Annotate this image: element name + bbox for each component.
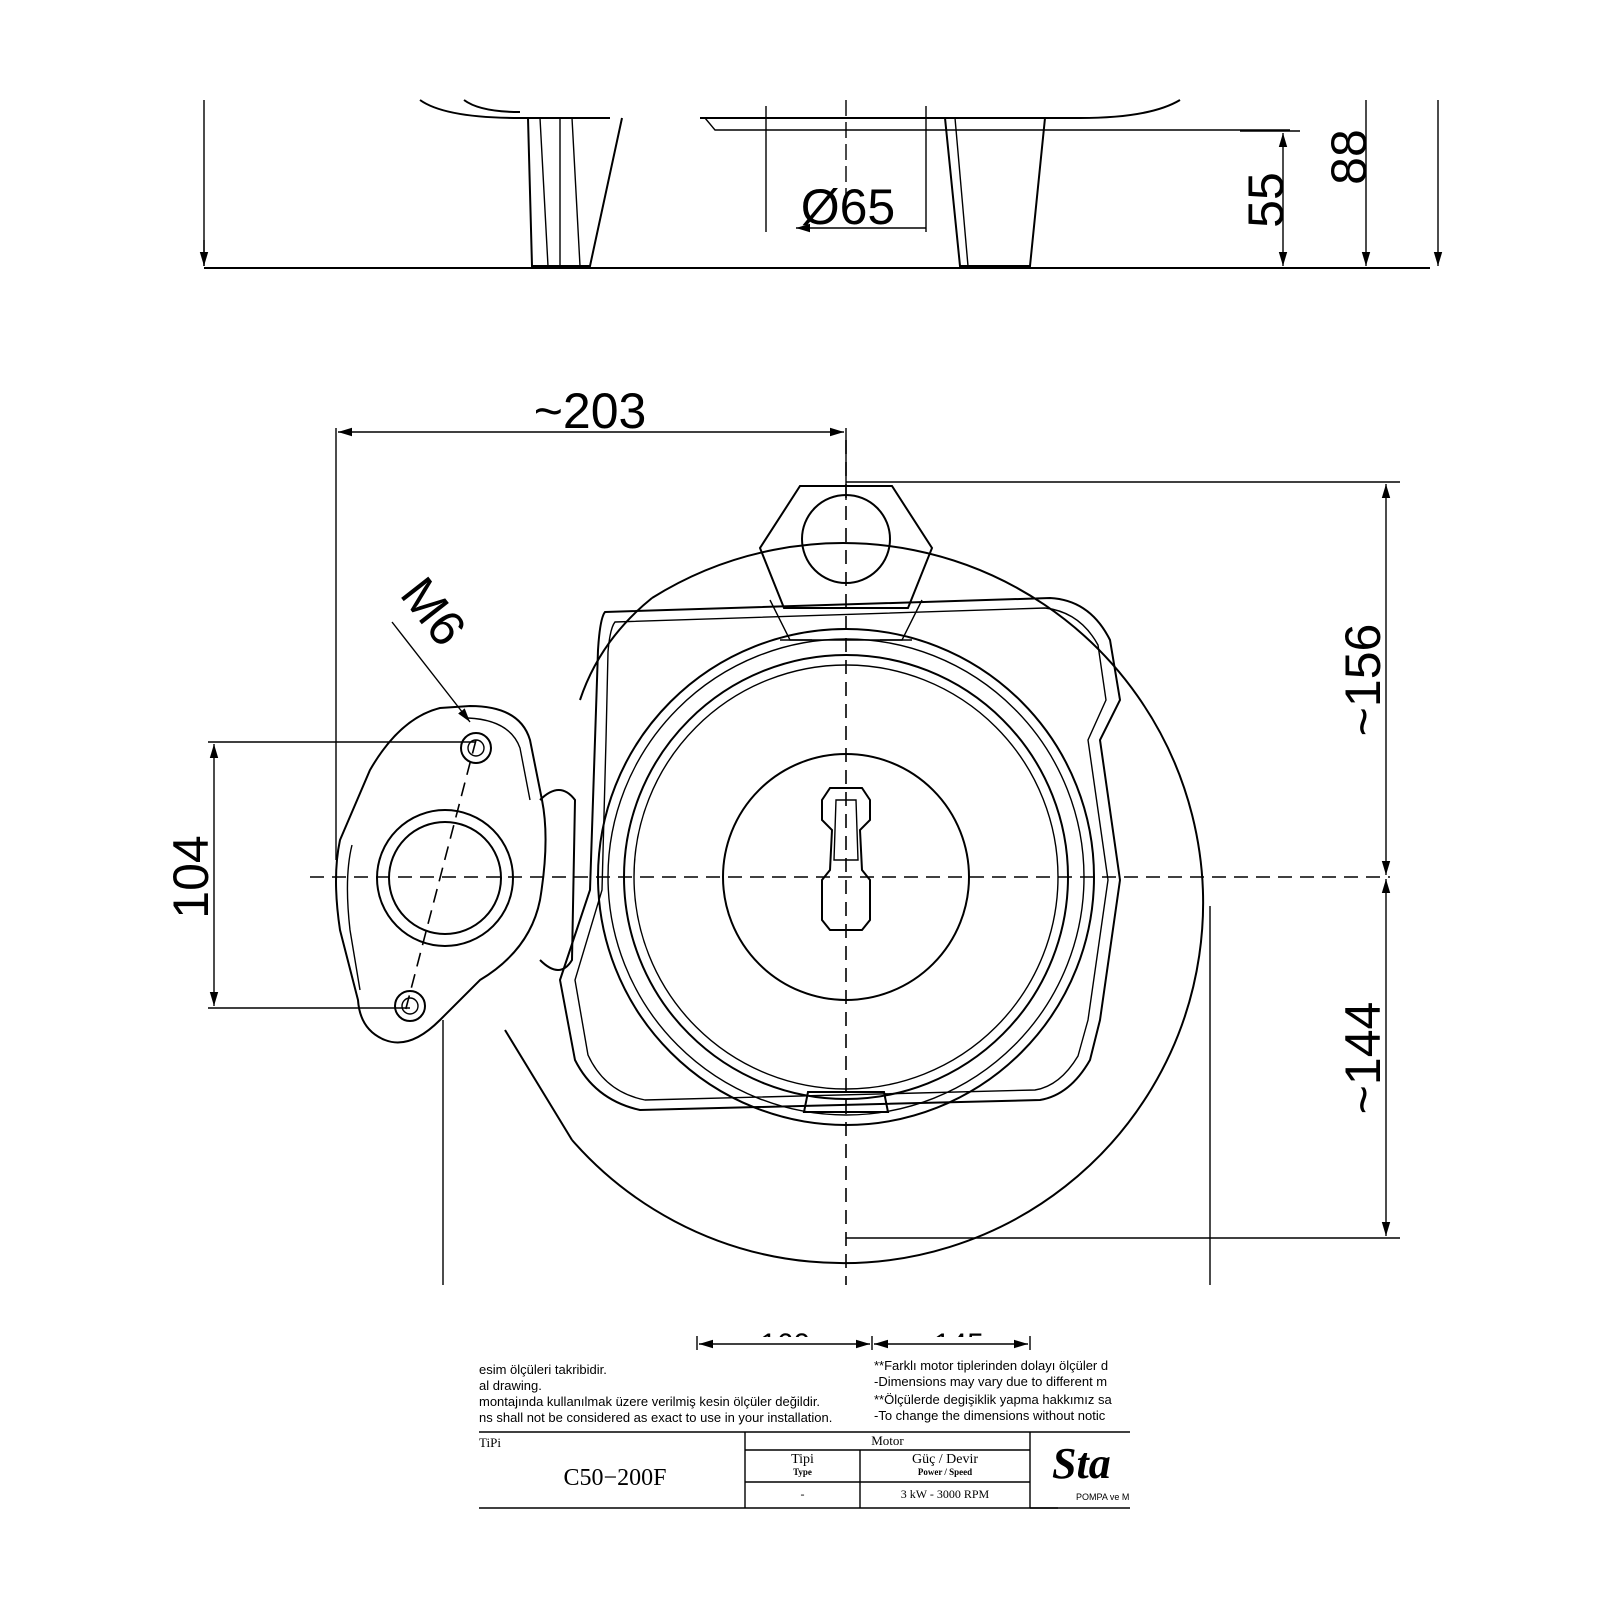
- side-left-foot: [527, 117, 623, 267]
- note-left-1: esim ölçüleri takribidir.: [479, 1362, 607, 1377]
- bolt-hole-bottom-inner: [401, 997, 419, 1015]
- dim-104: 104: [163, 835, 219, 918]
- m6-leader: [391, 621, 471, 723]
- title-block-frame: [479, 1431, 1130, 1509]
- base-upper-join: [579, 597, 653, 701]
- side-body-right: [940, 99, 1181, 119]
- note-right-2: -Dimensions may vary due to different m: [874, 1374, 1108, 1389]
- discharge-bore: [388, 821, 502, 935]
- side-right-foot: [944, 117, 1046, 267]
- motor-ring-2: [607, 638, 1085, 1116]
- dim-144: ~144: [1335, 1002, 1391, 1115]
- side-view: [199, 99, 1443, 269]
- model-name: C50−200F: [563, 1465, 667, 1491]
- dim-d65: Ø65: [801, 179, 896, 235]
- bottom-tab: [802, 1091, 890, 1113]
- logo-text: Sta: [1052, 1440, 1111, 1488]
- note-right-4: -To change the dimensions without notic: [874, 1408, 1106, 1423]
- side-left-foot-ribs: [539, 117, 581, 267]
- dim-160: 160: [760, 1328, 810, 1361]
- dim-203: ~203: [534, 383, 647, 439]
- company-logo: Sta POMPA ve M: [1052, 1440, 1130, 1510]
- type-value: -: [800, 1487, 805, 1501]
- flange-neck: [539, 789, 577, 971]
- note-left-2: al drawing.: [479, 1378, 542, 1393]
- lifting-handle-inner: [833, 799, 859, 861]
- motor-ring-1: [597, 628, 1095, 1126]
- power-label-en: Power / Speed: [917, 1467, 973, 1477]
- power-label-tr: Güç / Devir: [911, 1452, 979, 1467]
- dim-145: ~145: [916, 1328, 984, 1361]
- discharge-flange-inner: [346, 717, 531, 991]
- dim-m6: M6: [390, 567, 477, 656]
- dim-88: 88: [1321, 129, 1377, 185]
- base-outer-arc: [571, 542, 1205, 1265]
- type-label-en: Type: [793, 1467, 812, 1477]
- side-flange-line: [704, 117, 1290, 131]
- note-right-3: **Ölçülerde degişiklik yapma hakkımız sa: [874, 1392, 1112, 1407]
- motor-frame-inner: [574, 607, 1109, 1101]
- motor-frame-outer: [558, 596, 1122, 1112]
- note-left-3: montajında kullanılmak üzere verilmiş ke…: [479, 1394, 821, 1409]
- company-subtitle: POMPA ve M: [1076, 1492, 1130, 1502]
- motor-header: Motor: [871, 1433, 904, 1448]
- side-body-left: [419, 99, 610, 119]
- note-left-4: ns shall not be considered as exact to u…: [479, 1410, 833, 1425]
- discharge-outer-ring: [376, 809, 514, 947]
- side-body-left-inner: [463, 99, 521, 113]
- flange-axis: [403, 739, 477, 1017]
- discharge-flange: [335, 704, 547, 1044]
- pump-type-label: TiPi: [479, 1435, 501, 1450]
- dim-55: 55: [1238, 172, 1294, 228]
- notes-left: esim ölçüleri takribidir. al drawing. mo…: [479, 1352, 859, 1432]
- lifting-handle: [821, 787, 871, 931]
- dim-156: ~156: [1335, 624, 1391, 737]
- motor-ring-4: [633, 664, 1059, 1090]
- top-view: [208, 427, 1400, 1350]
- side-right-foot-rib: [954, 117, 969, 267]
- bolt-hole-bottom: [394, 990, 426, 1022]
- motor-ring-3: [623, 654, 1069, 1100]
- bolt-hole-top: [460, 732, 492, 764]
- base-tangent-line: [504, 1029, 573, 1141]
- note-right-1: **Farklı motor tiplerinden dolayı ölçüle…: [874, 1358, 1109, 1373]
- notes-right: **Farklı motor tiplerinden dolayı ölçüle…: [874, 1352, 1129, 1432]
- cable-boss: [758, 485, 934, 609]
- type-label-tr: Tipi: [791, 1452, 814, 1467]
- power-value: 3 kW - 3000 RPM: [900, 1487, 990, 1501]
- clipped-dim-texts: 160 ~145: [760, 1328, 984, 1361]
- motor-cap: [722, 753, 970, 1001]
